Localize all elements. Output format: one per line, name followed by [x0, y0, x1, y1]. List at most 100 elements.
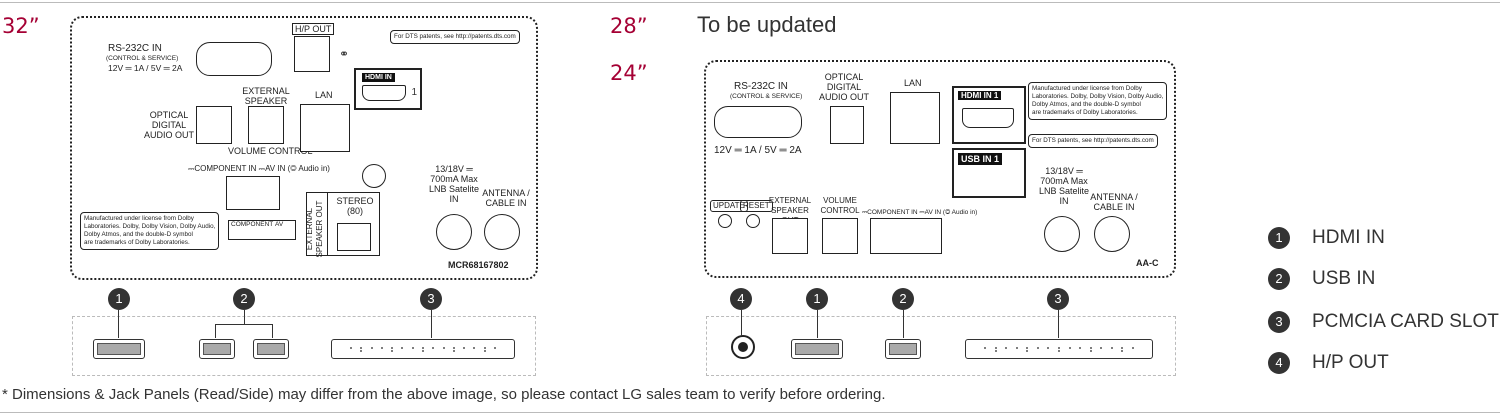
leader-line: [431, 310, 432, 338]
volume-control-port: [822, 218, 858, 254]
ext-speaker-port: [772, 218, 808, 254]
rear-panel-24: RS-232C IN (CONTROL & SERVICE) 12V ═ 1A …: [704, 60, 1176, 278]
dts-note: For DTS patents, see http://patents.dts.…: [1028, 134, 1158, 148]
callout-badge-3: 3: [420, 288, 442, 310]
stereo-block: EXTERNAL SPEAKER OUT STEREO (80): [305, 192, 380, 258]
hdmi-side-port-24: [791, 339, 843, 359]
component-mini-label: COMPONENT: [231, 221, 274, 228]
leader-line: [215, 324, 273, 325]
optical-port: [830, 106, 864, 144]
lnb-connector: [1044, 216, 1080, 252]
footnote: * Dimensions & Jack Panels (Read/Side) m…: [2, 386, 886, 403]
leader-line: [1058, 310, 1059, 338]
lnb-label: 13/18V ═ 700mA Max LNB Satelite IN: [1038, 166, 1090, 206]
leader-line: [741, 310, 742, 336]
ext-speaker-port: [248, 106, 284, 144]
rs232-label: RS-232C IN: [108, 43, 162, 54]
legend-label-usb: USB IN: [1312, 268, 1376, 289]
headphone-jack: [731, 335, 755, 359]
to-be-updated-text: To be updated: [697, 12, 837, 37]
callout-badge-1: 1: [806, 288, 828, 310]
hdmi-logo: HDMI IN 1: [958, 91, 1002, 100]
dolby-line: Laboratories. Dolby, Dolby Vision, Dolby…: [84, 223, 216, 230]
hp-out-label: H/P OUT: [292, 23, 335, 35]
size-label-32: 32”: [2, 14, 40, 38]
hdmi-logo: HDMI IN: [362, 73, 395, 82]
legend-badge: 4: [1268, 352, 1290, 374]
volume-control-label: VOLUME CONTROL: [820, 196, 860, 215]
update-button[interactable]: [718, 214, 732, 228]
dolby-line: Dolby Atmos, and the double-D symbol: [84, 231, 193, 238]
stereo-divider: [327, 193, 328, 255]
lnb-connector: [436, 214, 472, 250]
usb-port-24: USB IN 1: [952, 148, 1026, 198]
callout-badge-1: 1: [108, 288, 130, 310]
ext-speaker-vertical-label: EXTERNAL SPEAKER OUT: [305, 200, 324, 258]
rs232-sublabel: (CONTROL & SERVICE): [106, 55, 179, 62]
rs232-label: RS-232C IN: [734, 81, 788, 92]
rs232-port: [714, 106, 802, 138]
legend-badge: 1: [1268, 227, 1290, 249]
hdmi-side-port-32: [93, 339, 145, 359]
legend-label-hp-out: H/P OUT: [1312, 352, 1389, 373]
size-label-24: 24”: [610, 61, 648, 85]
component-av-label: ⎓COMPONENT IN ⎓AV IN (◎ Audio in): [862, 209, 978, 216]
lan-label: LAN: [315, 90, 333, 100]
av-mini-label: AV: [275, 221, 284, 228]
dolby-note-32: Manufactured under license from Dolby La…: [80, 212, 220, 250]
usb-side-port-32a: [199, 339, 235, 359]
update-label: UPDATE: [710, 200, 748, 212]
leader-line: [215, 324, 216, 338]
antenna-connector: [484, 214, 520, 250]
antenna-label: ANTENNA / CABLE IN: [1090, 192, 1138, 212]
usb-side-port-24: [885, 339, 921, 359]
dolby-line: Manufactured under license from Dolby: [1032, 85, 1142, 92]
hp-out-jack: ⚭: [294, 36, 349, 72]
callout-badge-2: 2: [233, 288, 255, 310]
dolby-line: are trademarks of Dolby Laboratories.: [84, 239, 190, 246]
callout-badge-2: 2: [892, 288, 914, 310]
lan-port: [890, 92, 940, 144]
pcmcia-slot-32: [331, 339, 515, 359]
rs232-power: 12V ═ 1A / 5V ═ 2A: [714, 145, 802, 156]
hdmi-port-32: HDMI IN 1: [354, 68, 422, 110]
usb-label: USB IN 1: [958, 153, 1003, 165]
rs232-sublabel: (CONTROL & SERVICE): [730, 93, 803, 100]
callout-badge-4: 4: [730, 288, 752, 310]
model-number: MCR68167802: [448, 260, 509, 270]
revision-code: AA-C: [1136, 258, 1159, 268]
rs232-port: [196, 42, 272, 76]
lnb-label: 13/18V ═ 700mA Max LNB Satelite IN: [428, 164, 480, 204]
hdmi-port-24: HDMI IN 1: [952, 86, 1026, 144]
hdmi-socket: [962, 108, 1014, 128]
optical-label: OPTICAL DIGITAL AUDIO OUT: [144, 110, 195, 140]
reset-button[interactable]: [746, 214, 760, 228]
hdmi-socket: [362, 85, 406, 101]
stereo-label: STEREO (80): [336, 196, 374, 216]
top-divider: [0, 2, 1500, 3]
optical-label: OPTICAL DIGITAL AUDIO OUT: [818, 72, 869, 102]
legend-label-pcmcia: PCMCIA CARD SLOT: [1312, 311, 1499, 332]
component-av-label: ⎓COMPONENT IN ⎓AV IN (◎ Audio in): [188, 164, 330, 173]
leader-line: [903, 310, 904, 338]
lan-port: [300, 104, 350, 152]
side-panel-32: [72, 316, 536, 376]
antenna-connector: [1094, 216, 1130, 252]
size-label-28: 28”: [610, 14, 648, 38]
antenna-label: ANTENNA / CABLE IN: [482, 188, 530, 208]
dolby-line: Manufactured under license from Dolby: [84, 215, 194, 222]
rs232-power: 12V ═ 1A / 5V ═ 2A: [108, 63, 183, 73]
ir-sensor: [362, 164, 386, 188]
usb-side-port-32b: [253, 339, 289, 359]
dts-note: For DTS patents, see http://patents.dts.…: [390, 30, 520, 44]
component-av-jacks: COMPONENT AV: [228, 220, 296, 240]
headphone-icon: ⚭: [338, 47, 349, 61]
legend-badge: 2: [1268, 268, 1290, 290]
volume-control-label: VOLUME CONTROL: [228, 146, 313, 156]
leader-line: [118, 310, 119, 338]
rear-panel-32: H/P OUT ⚭ For DTS patents, see http://pa…: [70, 16, 538, 280]
leader-line: [244, 310, 245, 324]
optical-port: [196, 106, 232, 144]
dolby-note-24: Manufactured under license from Dolby La…: [1028, 82, 1168, 120]
hdmi-number: 1: [411, 87, 417, 98]
